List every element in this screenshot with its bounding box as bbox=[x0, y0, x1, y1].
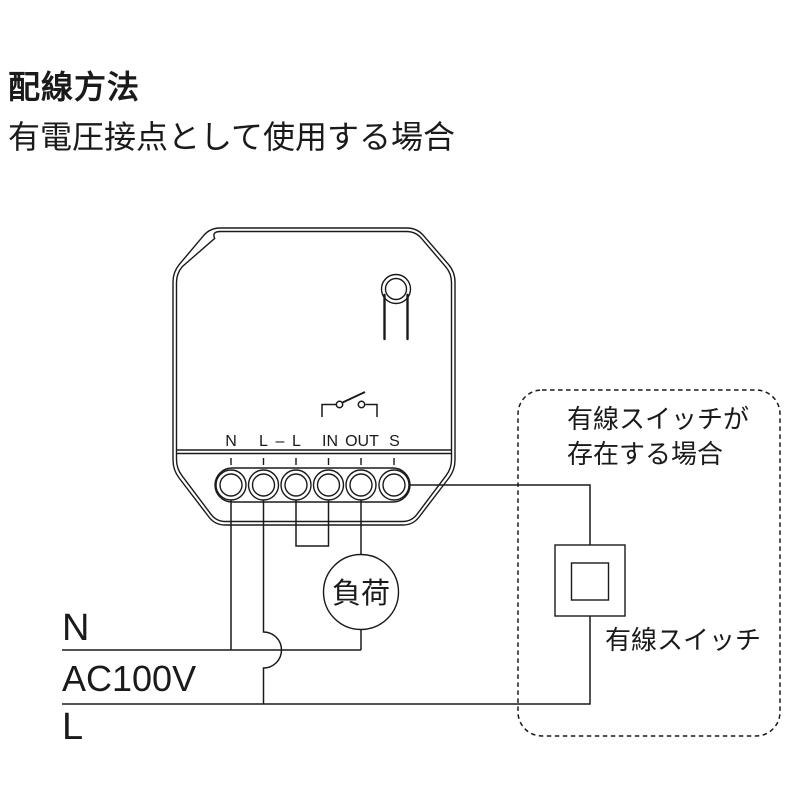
terminal-label-out: OUT bbox=[345, 433, 379, 450]
load-label: 負荷 bbox=[332, 577, 390, 610]
terminal-strip bbox=[214, 458, 411, 503]
terminal-in bbox=[312, 469, 345, 501]
relay-contact-icon bbox=[321, 391, 378, 417]
wired-switch-label: 有線スイッチ bbox=[605, 625, 761, 655]
device-outline-inner bbox=[175, 230, 453, 523]
optional-switch-note-line1: 有線スイッチが bbox=[567, 404, 749, 434]
optional-switch-dashed-box bbox=[517, 389, 781, 737]
device-outline-outer bbox=[172, 227, 456, 526]
terminal-s bbox=[378, 469, 410, 501]
optional-switch-note-line2: 存在する場合 bbox=[567, 439, 723, 469]
supply-l-label: L bbox=[62, 706, 83, 748]
terminal-label-s: S bbox=[389, 433, 400, 450]
wire-s-to-switch bbox=[394, 484, 591, 545]
supply-voltage-label: AC100V bbox=[62, 658, 196, 699]
page-title: 配線方法 bbox=[8, 69, 141, 105]
coil-antenna-icon bbox=[380, 273, 412, 341]
power-supply-labels: N AC100V L bbox=[62, 607, 196, 748]
terminal-labels: N L – L IN OUT S bbox=[225, 433, 400, 450]
wall-switch-icon bbox=[554, 544, 626, 617]
wire-jumper-l-in bbox=[295, 485, 330, 547]
terminal-n bbox=[215, 469, 247, 501]
device-module bbox=[172, 227, 456, 526]
terminal-label-in: IN bbox=[322, 433, 338, 450]
terminal-ticks bbox=[230, 458, 395, 465]
terminal-l1 bbox=[247, 469, 280, 501]
page-subtitle: 有電圧接点として使用する場合 bbox=[8, 119, 456, 155]
terminal-label-l1: L bbox=[259, 433, 268, 450]
optional-switch-note: 有線スイッチが 存在する場合 bbox=[567, 404, 749, 469]
terminal-strip-outline bbox=[214, 467, 411, 503]
supply-n-label: N bbox=[62, 607, 89, 649]
terminal-label-n: N bbox=[225, 433, 237, 450]
terminal-out bbox=[345, 469, 377, 501]
wires bbox=[62, 484, 591, 705]
wire-l-supply-line bbox=[62, 616, 591, 705]
load-circle-icon: 負荷 bbox=[322, 553, 400, 631]
terminal-l2 bbox=[280, 469, 312, 501]
wire-l-terminal-with-hop bbox=[262, 485, 283, 704]
terminal-label-l2: L bbox=[292, 433, 301, 450]
terminal-label-dash: – bbox=[276, 433, 285, 450]
